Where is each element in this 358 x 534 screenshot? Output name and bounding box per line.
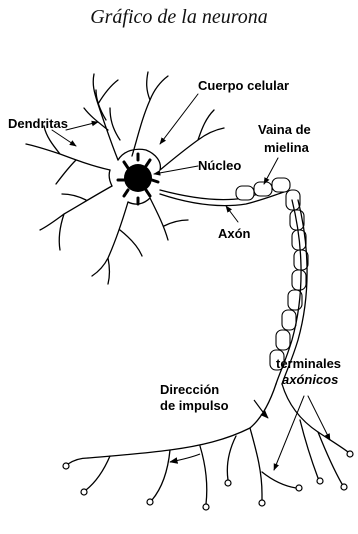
label-direccion-2: de impulso: [160, 398, 229, 413]
axon-pointer: [226, 206, 238, 222]
label-direccion-1: Dirección: [160, 382, 219, 397]
terminales-pointer-1: [274, 396, 304, 470]
label-vaina-1: Vaina de: [258, 122, 311, 137]
dendritas-pointer-2: [66, 122, 98, 130]
labels: Dendritas Cuerpo celular Vaina de mielin…: [8, 78, 341, 413]
impulse-arrow-2: [170, 454, 200, 462]
myelin-sheath: [236, 178, 308, 384]
label-cuerpo-celular: Cuerpo celular: [198, 78, 289, 93]
cuerpo-pointer: [160, 94, 198, 144]
label-dendritas: Dendritas: [8, 116, 68, 131]
nucleus: [124, 164, 152, 192]
dendritas-pointer: [52, 130, 76, 146]
label-axon: Axón: [218, 226, 251, 241]
label-vaina-2: mielina: [264, 140, 310, 155]
label-nucleo: Núcleo: [198, 158, 241, 173]
label-terminales-1: terminales: [276, 356, 341, 371]
label-terminales-2: axónicos: [282, 372, 338, 387]
